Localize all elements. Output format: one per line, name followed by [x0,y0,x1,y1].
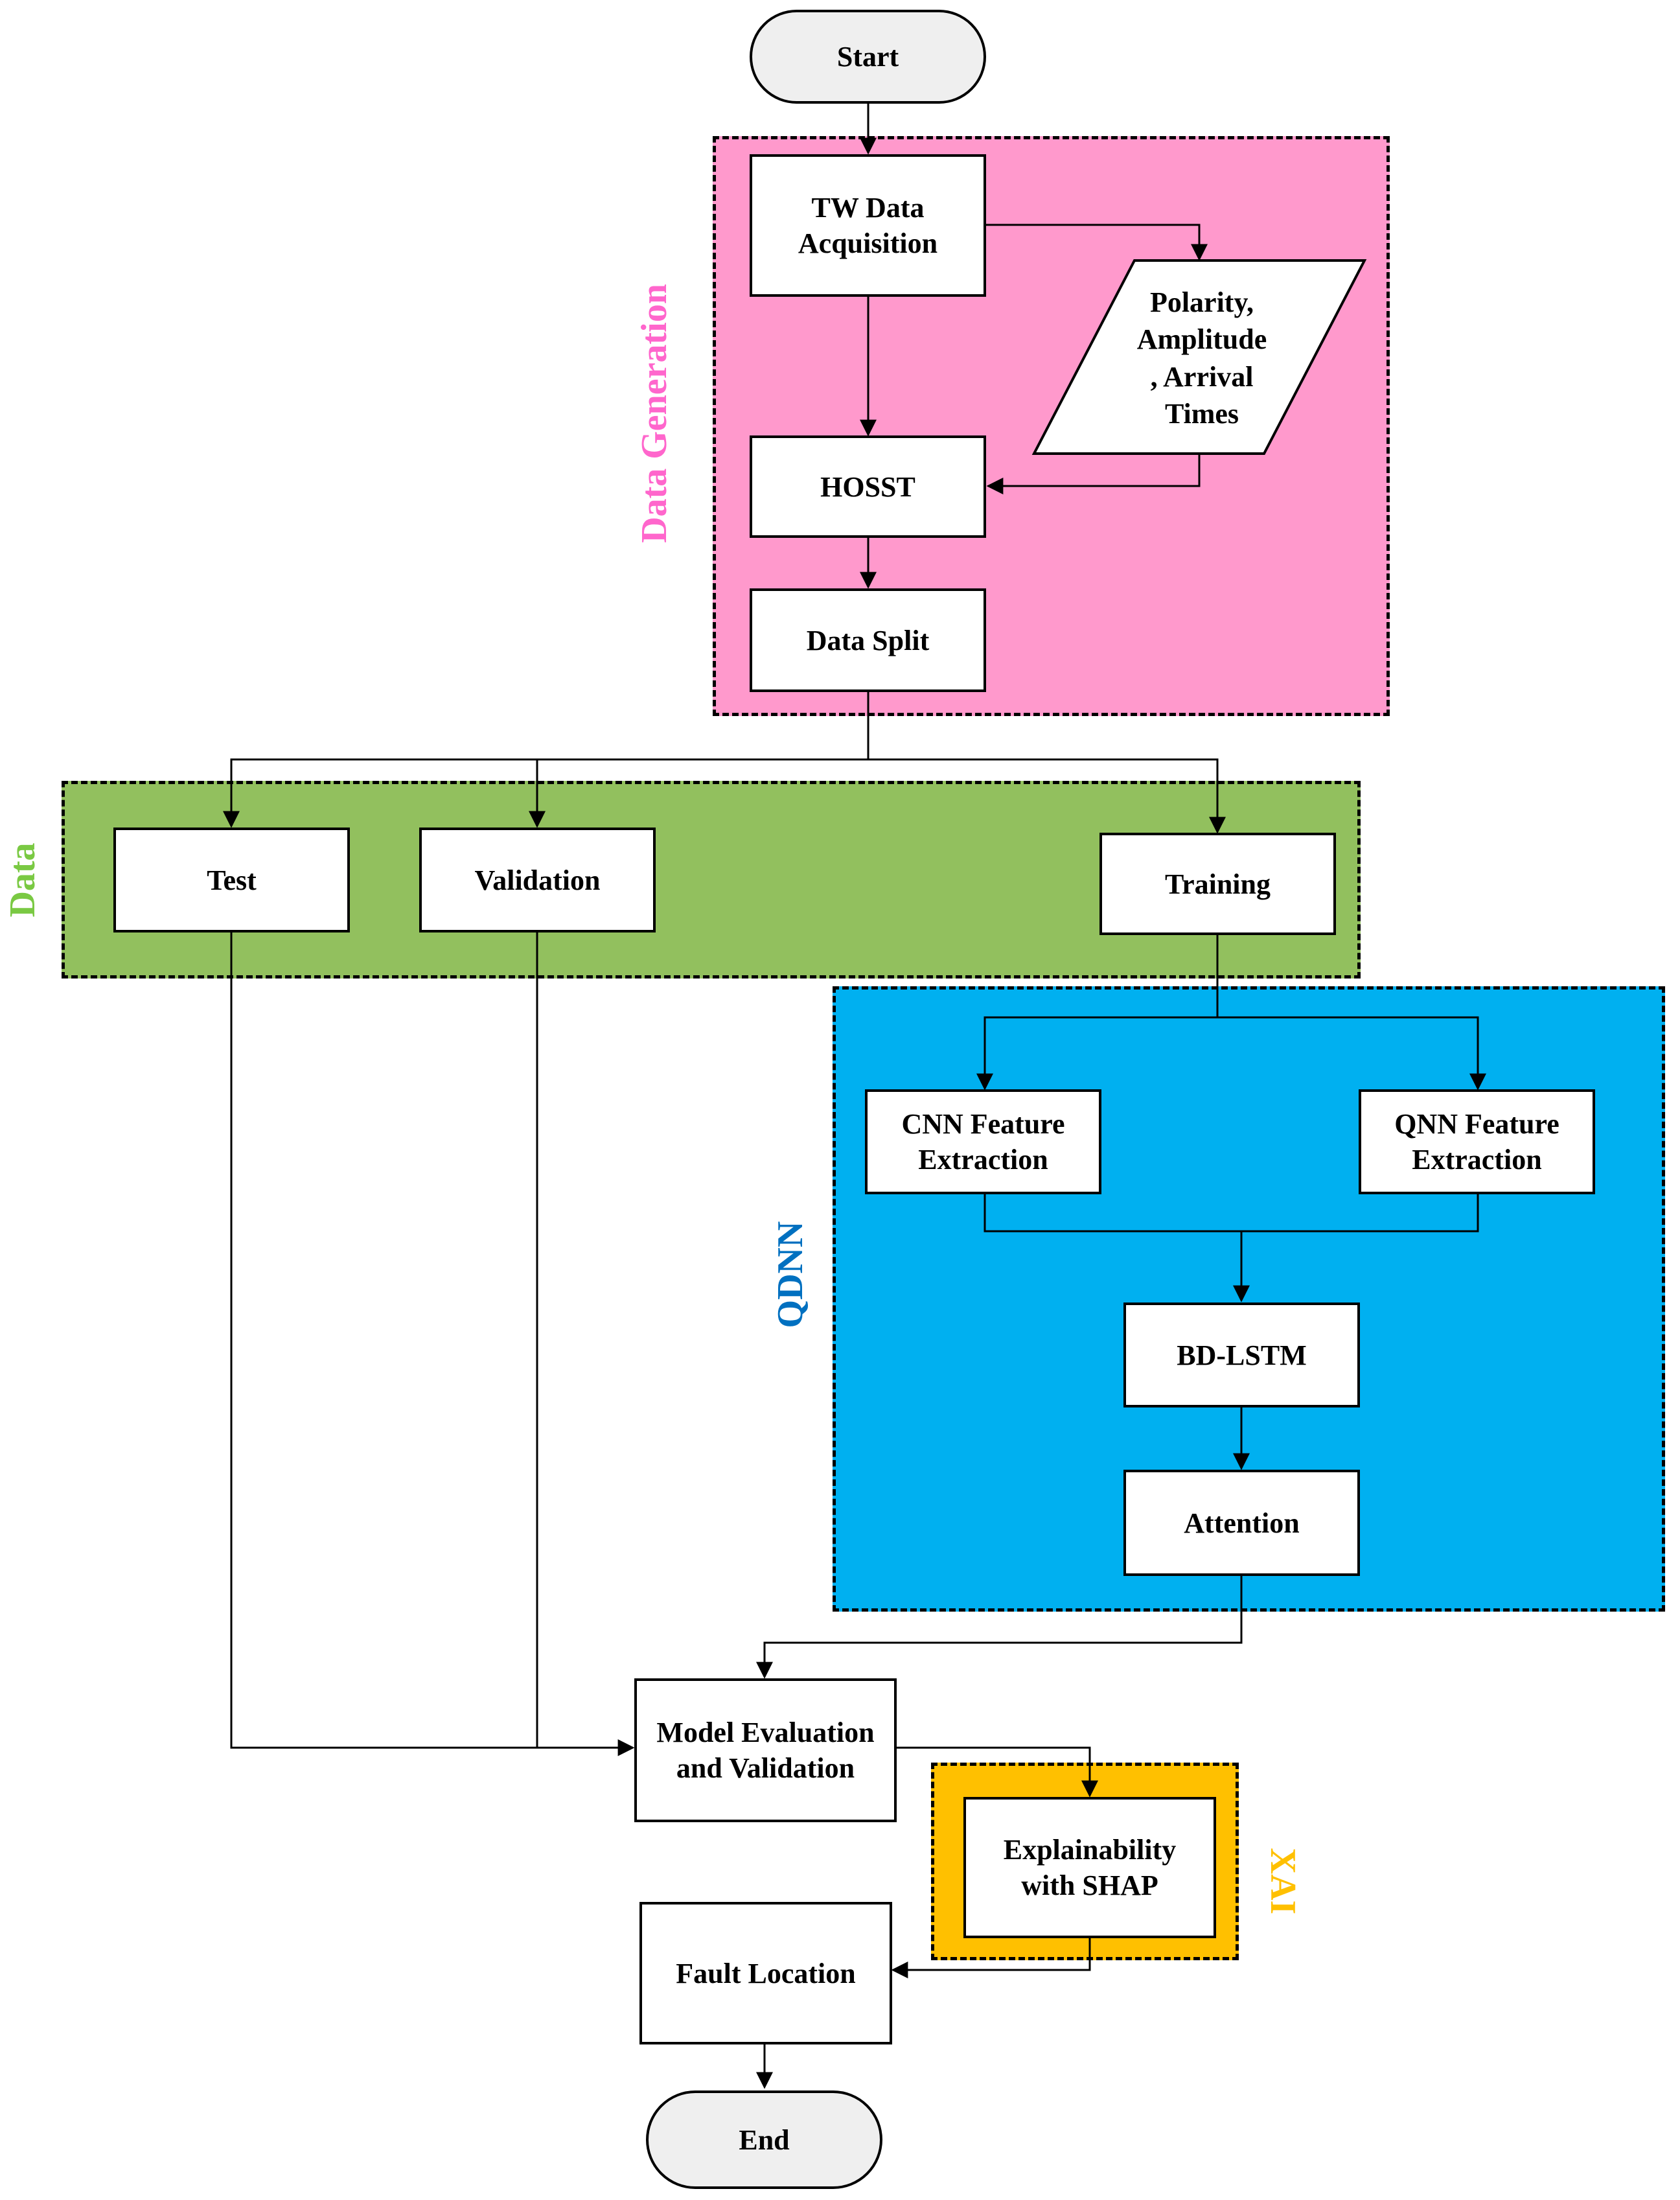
cnn-feature-extraction-node: CNN Feature Extraction [865,1089,1101,1194]
arrow-cnn-to-bdlstm [984,1192,1479,1233]
end-node: End [646,2090,882,2189]
arrow-training-to-cnn [976,933,1219,1091]
polarity-parallelogram [1031,259,1367,455]
polarity-amplitude-arrival-node: Polarity, Amplitude , Arrival Times [1136,286,1267,430]
start-node: Start [750,10,986,104]
arrow-split-to-test [223,690,869,828]
arrow-training-to-qnn [1217,1016,1486,1091]
hosst-node: HOSST [750,435,986,538]
arrow-eval-to-xai [895,1746,1098,1798]
training-node: Training [1099,833,1336,935]
arrow-polarity-to-hosst [986,454,1201,494]
bd-lstm-node: BD-LSTM [1123,1303,1360,1407]
validation-node: Validation [419,828,656,932]
test-node: Test [113,828,350,932]
qnn-feature-extraction-node: QNN Feature Extraction [1359,1089,1595,1194]
data-split-node: Data Split [750,588,986,692]
model-evaluation-node: Model Evaluation and Validation [634,1678,897,1822]
arrow-xai-to-fault [891,1936,1091,1978]
fault-location-node: Fault Location [639,1902,892,2044]
arrow-attention-to-eval [756,1575,1243,1679]
arrow-test-to-eval [230,931,635,1756]
arrow-tw-to-polarity [985,224,1208,261]
attention-node: Attention [1123,1470,1360,1576]
explainability-shap-node: Explainability with SHAP [963,1797,1216,1938]
tw-data-acquisition-node: TW Data Acquisition [750,154,986,297]
arrow-split-to-training [868,758,1226,834]
